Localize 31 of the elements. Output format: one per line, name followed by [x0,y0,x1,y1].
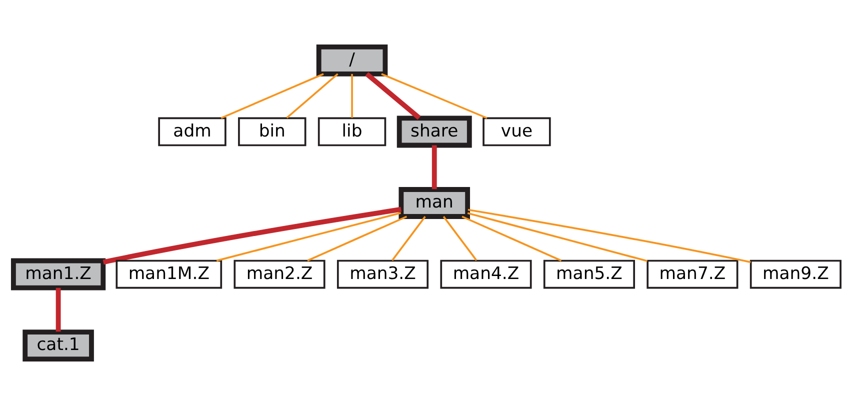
connector [56,287,61,332]
connector [392,215,426,260]
node-box: vue [482,116,551,146]
connector [220,72,324,118]
connector [102,206,402,264]
node-box: man2.Z [234,259,326,288]
node-box: man1M.Z [116,259,222,288]
connector [468,208,751,263]
connector [351,73,353,118]
connector [307,215,408,261]
node-box: lib [318,116,386,146]
node-box: / [316,44,388,76]
node-box: adm [158,116,226,146]
connector [381,72,488,118]
connector [216,212,401,262]
connector [467,212,648,262]
node-box: man5.Z [543,259,636,288]
node-box: man [398,186,470,218]
connector [365,72,421,120]
node-box: man9.Z [750,259,842,288]
node-box: man7.Z [646,259,738,288]
connector [432,144,437,189]
connector [442,215,478,260]
connector [462,215,562,261]
node-box: man4.Z [440,259,532,288]
node-box: man1.Z [10,258,106,290]
connector [286,72,338,118]
node-box: cat.1 [22,329,94,362]
node-box: share [396,115,472,148]
node-box: man3.Z [336,259,429,288]
node-box: bin [238,116,306,146]
